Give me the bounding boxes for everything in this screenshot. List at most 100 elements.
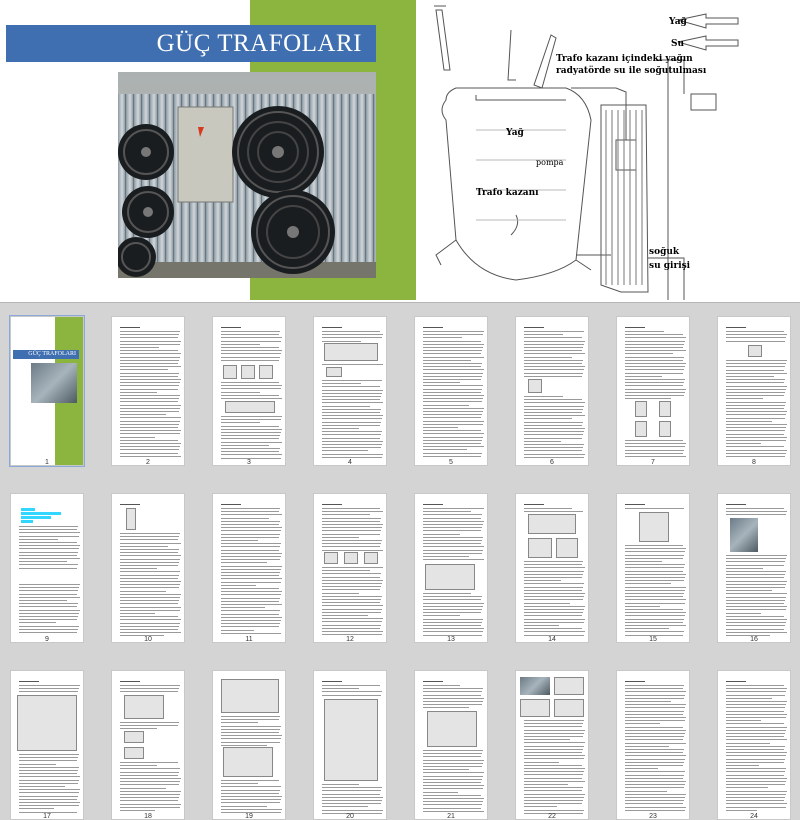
text-line <box>726 733 785 734</box>
text-line <box>423 778 482 780</box>
text-line <box>221 419 281 421</box>
text-line <box>625 446 685 448</box>
text-line <box>221 572 280 573</box>
text-line <box>221 524 279 525</box>
text-line <box>524 372 583 374</box>
text-line <box>524 771 584 773</box>
text-line <box>423 766 482 767</box>
text-line <box>221 565 282 567</box>
text-line <box>524 589 582 591</box>
text-line <box>625 366 685 368</box>
text-line <box>625 605 660 607</box>
page-thumbnail-15[interactable] <box>616 493 690 643</box>
text-line <box>726 704 786 706</box>
text-line <box>19 763 56 765</box>
text-line <box>726 567 763 569</box>
page-thumbnail-8[interactable] <box>717 316 791 466</box>
text-line <box>524 803 582 805</box>
page-thumbnail-23[interactable] <box>616 670 690 820</box>
text-line <box>524 450 582 452</box>
text-line <box>120 407 180 409</box>
text-line <box>120 565 178 566</box>
text-line <box>726 577 784 579</box>
text-line <box>524 599 583 601</box>
page-thumbnail-3[interactable] <box>212 316 286 466</box>
text-line <box>19 779 79 781</box>
page-thumbnail-7[interactable] <box>616 316 690 466</box>
text-line <box>322 527 382 529</box>
text-line <box>120 774 178 776</box>
page-thumbnail-24[interactable] <box>717 670 791 820</box>
text-line <box>19 757 78 759</box>
text-line <box>524 564 582 566</box>
thumbnail-figure <box>528 379 542 393</box>
text-line <box>625 327 645 328</box>
text-line <box>322 784 359 785</box>
text-line <box>423 707 469 709</box>
text-line <box>19 782 78 784</box>
page-thumbnail-6[interactable] <box>515 316 589 466</box>
text-line <box>322 688 359 690</box>
text-line <box>524 784 568 785</box>
text-line <box>423 411 483 412</box>
page-thumbnail-14[interactable] <box>515 493 589 643</box>
text-line <box>322 440 383 442</box>
text-line <box>221 578 282 580</box>
text-line <box>19 612 79 614</box>
page-thumbnail-10[interactable] <box>111 493 185 643</box>
text-line <box>19 688 79 690</box>
page-thumbnail-9[interactable] <box>10 493 84 643</box>
text-line <box>726 424 787 425</box>
page-thumbnail-5[interactable] <box>414 316 488 466</box>
text-line <box>120 768 180 770</box>
text-line <box>524 777 582 779</box>
text-line <box>322 573 381 575</box>
text-line <box>322 611 381 613</box>
page-thumbnail-19[interactable] <box>212 670 286 820</box>
text-line <box>221 391 260 393</box>
page-thumbnail-22[interactable] <box>515 670 589 820</box>
text-line <box>625 618 684 620</box>
text-line <box>726 774 784 776</box>
text-line <box>423 331 484 332</box>
text-line <box>423 375 482 377</box>
thumbnail-figure <box>223 365 237 379</box>
text-line <box>120 334 179 336</box>
text-line <box>524 331 584 332</box>
text-line <box>625 545 683 546</box>
text-line <box>120 350 178 352</box>
text-line <box>221 719 279 721</box>
text-line <box>322 447 381 449</box>
page-thumbnail-12[interactable] <box>313 493 387 643</box>
page-thumbnail-18[interactable] <box>111 670 185 820</box>
text-line <box>19 584 80 585</box>
page-thumbnail-11[interactable] <box>212 493 286 643</box>
page-thumbnail-2[interactable] <box>111 316 185 466</box>
text-line <box>423 436 483 438</box>
page-thumbnail-20[interactable] <box>313 670 387 820</box>
text-line <box>625 359 683 361</box>
text-line <box>221 607 265 609</box>
text-line <box>726 635 770 636</box>
text-line <box>625 761 684 763</box>
text-line <box>19 538 58 540</box>
text-line <box>726 593 787 595</box>
page-thumbnail-1[interactable]: GÜÇ TRAFOLARI <box>9 315 85 467</box>
text-line <box>423 681 443 682</box>
text-line <box>221 716 280 717</box>
text-line <box>524 412 582 413</box>
page-thumbnail-17[interactable] <box>10 670 84 820</box>
thumbnail-figure <box>124 731 144 743</box>
page-thumbnail-13[interactable] <box>414 493 488 643</box>
text-line <box>625 583 671 585</box>
text-line <box>221 581 281 583</box>
text-line <box>726 691 786 693</box>
page-thumbnail-16[interactable] <box>717 493 791 643</box>
page-thumbnail-21[interactable] <box>414 670 488 820</box>
thumbnail-figure <box>748 345 762 357</box>
text-line <box>625 593 684 594</box>
text-line <box>120 327 140 328</box>
text-line <box>120 379 181 380</box>
page-thumbnail-4[interactable] <box>313 316 387 466</box>
text-line <box>322 517 381 519</box>
